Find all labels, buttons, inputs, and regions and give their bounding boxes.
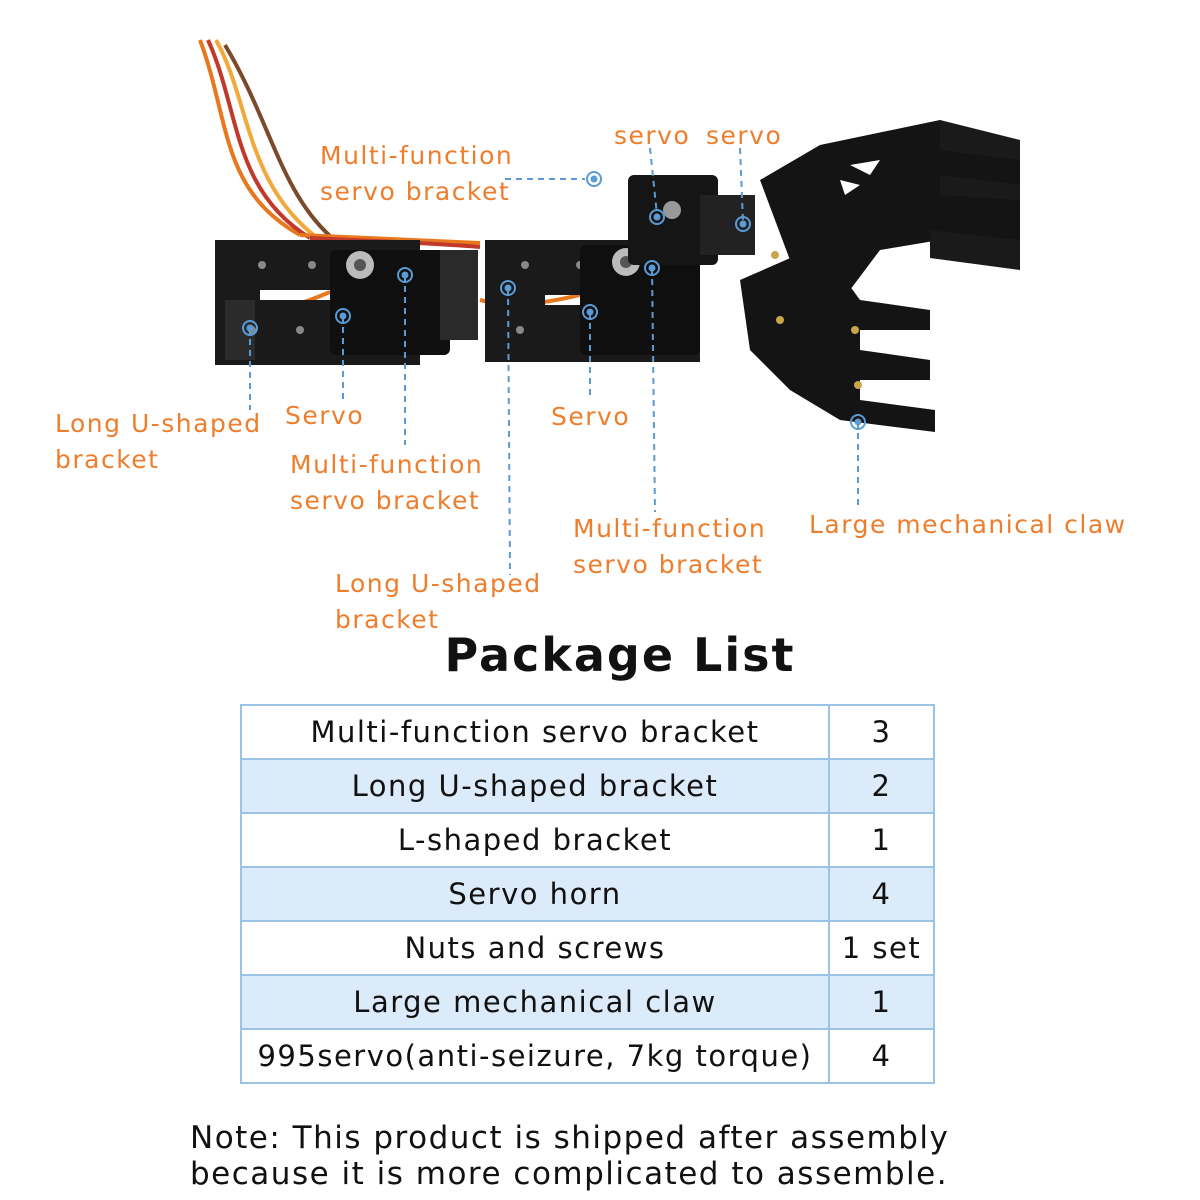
callout-servo-top-2: servo bbox=[706, 121, 783, 150]
callout-long-u-bracket-left: Long U-shaped bracket bbox=[55, 409, 262, 474]
item-name: 995servo(anti-seizure, 7kg torque) bbox=[240, 1028, 830, 1084]
callout-servo-top-1: servo bbox=[614, 121, 691, 150]
callout-multi-function-bracket-top: Multi-function servo bracket bbox=[320, 141, 514, 206]
item-quantity: 3 bbox=[828, 704, 935, 760]
wrist-servos bbox=[628, 175, 755, 265]
item-name: Servo horn bbox=[240, 866, 830, 922]
table-row: L-shaped bracket 1 bbox=[240, 812, 935, 868]
package-list-title: Package List bbox=[444, 628, 796, 682]
item-quantity: 2 bbox=[828, 758, 935, 814]
leader-markers bbox=[242, 171, 866, 430]
item-name: Nuts and screws bbox=[240, 920, 830, 976]
item-name: Multi-function servo bracket bbox=[240, 704, 830, 760]
item-quantity: 1 bbox=[828, 812, 935, 868]
callout-long-u-bracket-bottom: Long U-shaped bracket bbox=[335, 569, 542, 634]
table-row: Long U-shaped bracket 2 bbox=[240, 758, 935, 814]
servo-left bbox=[330, 250, 478, 355]
callout-servo-mid: Servo bbox=[551, 402, 631, 431]
large-mechanical-claw bbox=[740, 120, 1020, 432]
item-name: Large mechanical claw bbox=[240, 974, 830, 1030]
item-quantity: 4 bbox=[828, 1028, 935, 1084]
callout-multi-function-bracket-mid: Multi-function servo bracket bbox=[290, 450, 484, 515]
callout-large-mechanical-claw: Large mechanical claw bbox=[809, 510, 1127, 539]
shipping-note: Note: This product is shipped after asse… bbox=[190, 1120, 950, 1192]
callout-multi-function-bracket-right: Multi-function servo bracket bbox=[573, 514, 767, 579]
item-name: L-shaped bracket bbox=[240, 812, 830, 868]
item-quantity: 1 set bbox=[828, 920, 935, 976]
leader-lines bbox=[249, 147, 859, 576]
callout-servo-left: Servo bbox=[285, 401, 365, 430]
package-list-table: Multi-function servo bracket 3 Long U-sh… bbox=[240, 704, 935, 1084]
robot-arm-diagram bbox=[198, 39, 1020, 576]
table-row: Servo horn 4 bbox=[240, 866, 935, 922]
item-name: Long U-shaped bracket bbox=[240, 758, 830, 814]
table-row: Large mechanical claw 1 bbox=[240, 974, 935, 1030]
item-quantity: 4 bbox=[828, 866, 935, 922]
table-row: 995servo(anti-seizure, 7kg torque) 4 bbox=[240, 1028, 935, 1084]
table-row: Nuts and screws 1 set bbox=[240, 920, 935, 976]
item-quantity: 1 bbox=[828, 974, 935, 1030]
table-row: Multi-function servo bracket 3 bbox=[240, 704, 935, 760]
